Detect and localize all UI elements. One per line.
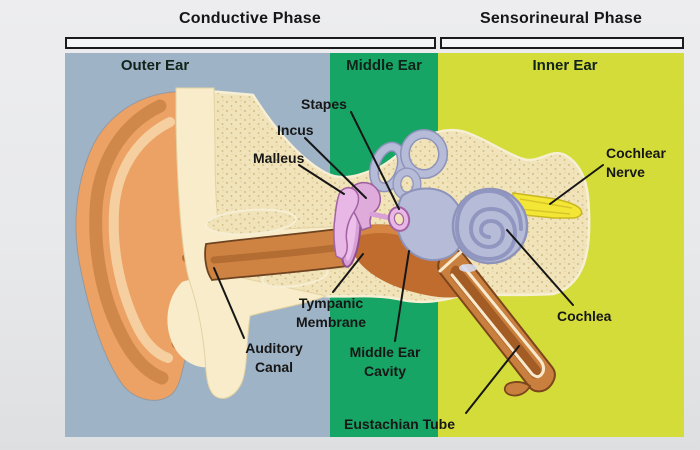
incus-label: Incus	[277, 122, 314, 138]
inner-ear-band	[438, 53, 684, 437]
eustachian-tube-label: Eustachian Tube	[344, 416, 455, 432]
middle-ear-cavity-label: Middle Ear Cavity	[349, 344, 421, 379]
cochlea-label: Cochlea	[557, 308, 612, 324]
middle-ear-label: Middle Ear	[346, 57, 422, 74]
sensorineural-phase-title: Sensorineural Phase	[479, 10, 643, 27]
outer-ear-label: Outer Ear	[120, 57, 190, 74]
cochlear-nerve-label: Cochlear Nerve	[606, 145, 666, 180]
outer-ear-band	[65, 53, 330, 437]
tympanic-membrane-label: Tympanic Membrane	[295, 295, 367, 330]
conductive-phase-title: Conductive Phase	[179, 10, 321, 27]
inner-ear-label: Inner Ear	[532, 57, 598, 74]
conductive-phase-bracket	[65, 37, 436, 49]
malleus-label: Malleus	[253, 150, 305, 166]
auditory-canal-label: Auditory Canal	[245, 340, 303, 375]
stapes-label: Stapes	[301, 96, 347, 112]
sensorineural-phase-bracket	[440, 37, 684, 49]
